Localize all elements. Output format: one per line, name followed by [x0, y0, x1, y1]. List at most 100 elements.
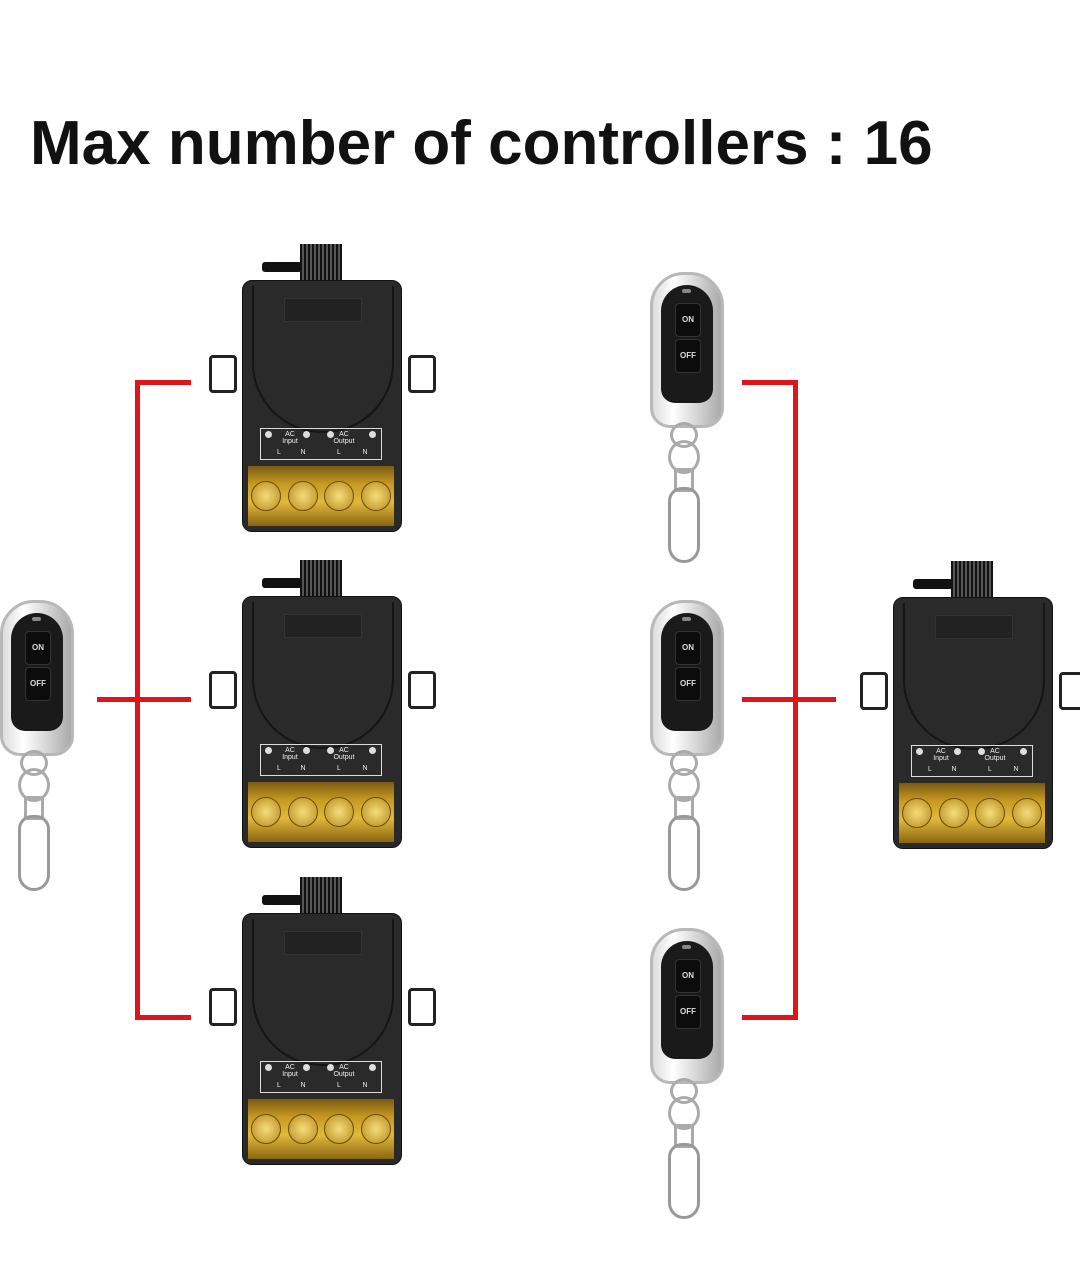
- terminal-label: L: [988, 766, 992, 773]
- led-indicator: [682, 945, 691, 949]
- off-button: OFF: [675, 667, 701, 701]
- lobster-clasp-icon: [668, 487, 700, 563]
- screw-icon: [369, 747, 376, 754]
- screw-icon: [303, 1064, 310, 1071]
- screw-icon: [303, 431, 310, 438]
- terminal-label: N: [300, 449, 306, 456]
- mounting-ear-right: [408, 988, 436, 1026]
- terminal-screw-icon: [251, 481, 282, 511]
- terminal-screw-icon: [324, 481, 355, 511]
- antenna-plug: [262, 895, 302, 905]
- antenna-plug: [913, 579, 953, 589]
- led-indicator: [682, 617, 691, 621]
- screw-icon: [265, 1064, 272, 1071]
- terminal-label: AC Input: [282, 747, 298, 761]
- connector-line: [742, 697, 836, 702]
- terminal-screw-icon: [975, 798, 1006, 828]
- relay-label-window: [284, 614, 362, 638]
- screw-icon: [327, 1064, 334, 1071]
- terminal-screw-icon: [287, 481, 318, 511]
- lobster-clasp-icon: [668, 1143, 700, 1219]
- mounting-ear-right: [1059, 672, 1080, 710]
- screw-icon: [303, 747, 310, 754]
- off-button: OFF: [675, 995, 701, 1029]
- on-button: ON: [25, 631, 51, 665]
- led-indicator: [682, 289, 691, 293]
- screw-icon: [369, 1064, 376, 1071]
- terminal-label: N: [362, 1082, 368, 1089]
- terminal-screw-icon: [251, 1114, 282, 1144]
- terminal-screw-icon: [938, 798, 969, 828]
- connector-line: [135, 1015, 191, 1020]
- terminal-label: AC Output: [333, 431, 355, 445]
- antenna-plug: [262, 262, 302, 272]
- led-indicator: [32, 617, 41, 621]
- terminal-label: N: [951, 766, 957, 773]
- lobster-clasp-icon: [18, 815, 50, 891]
- terminal-label: L: [337, 765, 341, 772]
- terminal-label: AC Input: [282, 1064, 298, 1078]
- screw-icon: [978, 748, 985, 755]
- terminal-screw-icon: [287, 1114, 318, 1144]
- terminal-label: L: [337, 449, 341, 456]
- relay-cover-arc: [903, 603, 1045, 750]
- screw-icon: [327, 747, 334, 754]
- on-button: ON: [675, 631, 701, 665]
- keyring-icon: [668, 768, 700, 802]
- antenna-plug: [262, 578, 302, 588]
- terminal-label: L: [277, 1082, 281, 1089]
- antenna-coil: [300, 877, 342, 913]
- terminal-block: [248, 466, 394, 526]
- terminal-label: AC Output: [333, 1064, 355, 1078]
- keyring-icon: [668, 440, 700, 474]
- mounting-ear-right: [408, 671, 436, 709]
- screw-icon: [327, 431, 334, 438]
- terminal-block: [899, 783, 1045, 843]
- terminal-screw-icon: [287, 797, 318, 827]
- screw-icon: [369, 431, 376, 438]
- relay-cover-arc: [252, 602, 394, 749]
- mounting-ear-left: [860, 672, 888, 710]
- off-button: OFF: [675, 339, 701, 373]
- connector-line: [97, 697, 191, 702]
- screw-icon: [954, 748, 961, 755]
- terminal-screw-icon: [902, 798, 933, 828]
- antenna-coil: [300, 244, 342, 280]
- connector-line: [742, 380, 798, 385]
- terminal-block: [248, 1099, 394, 1159]
- mounting-ear-left: [209, 988, 237, 1026]
- connector-line: [135, 380, 191, 385]
- terminal-screw-icon: [324, 1114, 355, 1144]
- keyring-icon: [18, 768, 50, 802]
- terminal-screw-icon: [1011, 798, 1042, 828]
- terminal-label: L: [928, 766, 932, 773]
- mounting-ear-left: [209, 355, 237, 393]
- terminal-label: AC Output: [333, 747, 355, 761]
- relay-cover-arc: [252, 919, 394, 1066]
- terminal-label: AC Input: [933, 748, 949, 762]
- screw-icon: [916, 748, 923, 755]
- terminal-label: L: [277, 765, 281, 772]
- relay-label-window: [935, 615, 1013, 639]
- terminal-screw-icon: [251, 797, 282, 827]
- terminal-label: AC Input: [282, 431, 298, 445]
- terminal-screw-icon: [360, 797, 391, 827]
- terminal-label: N: [300, 1082, 306, 1089]
